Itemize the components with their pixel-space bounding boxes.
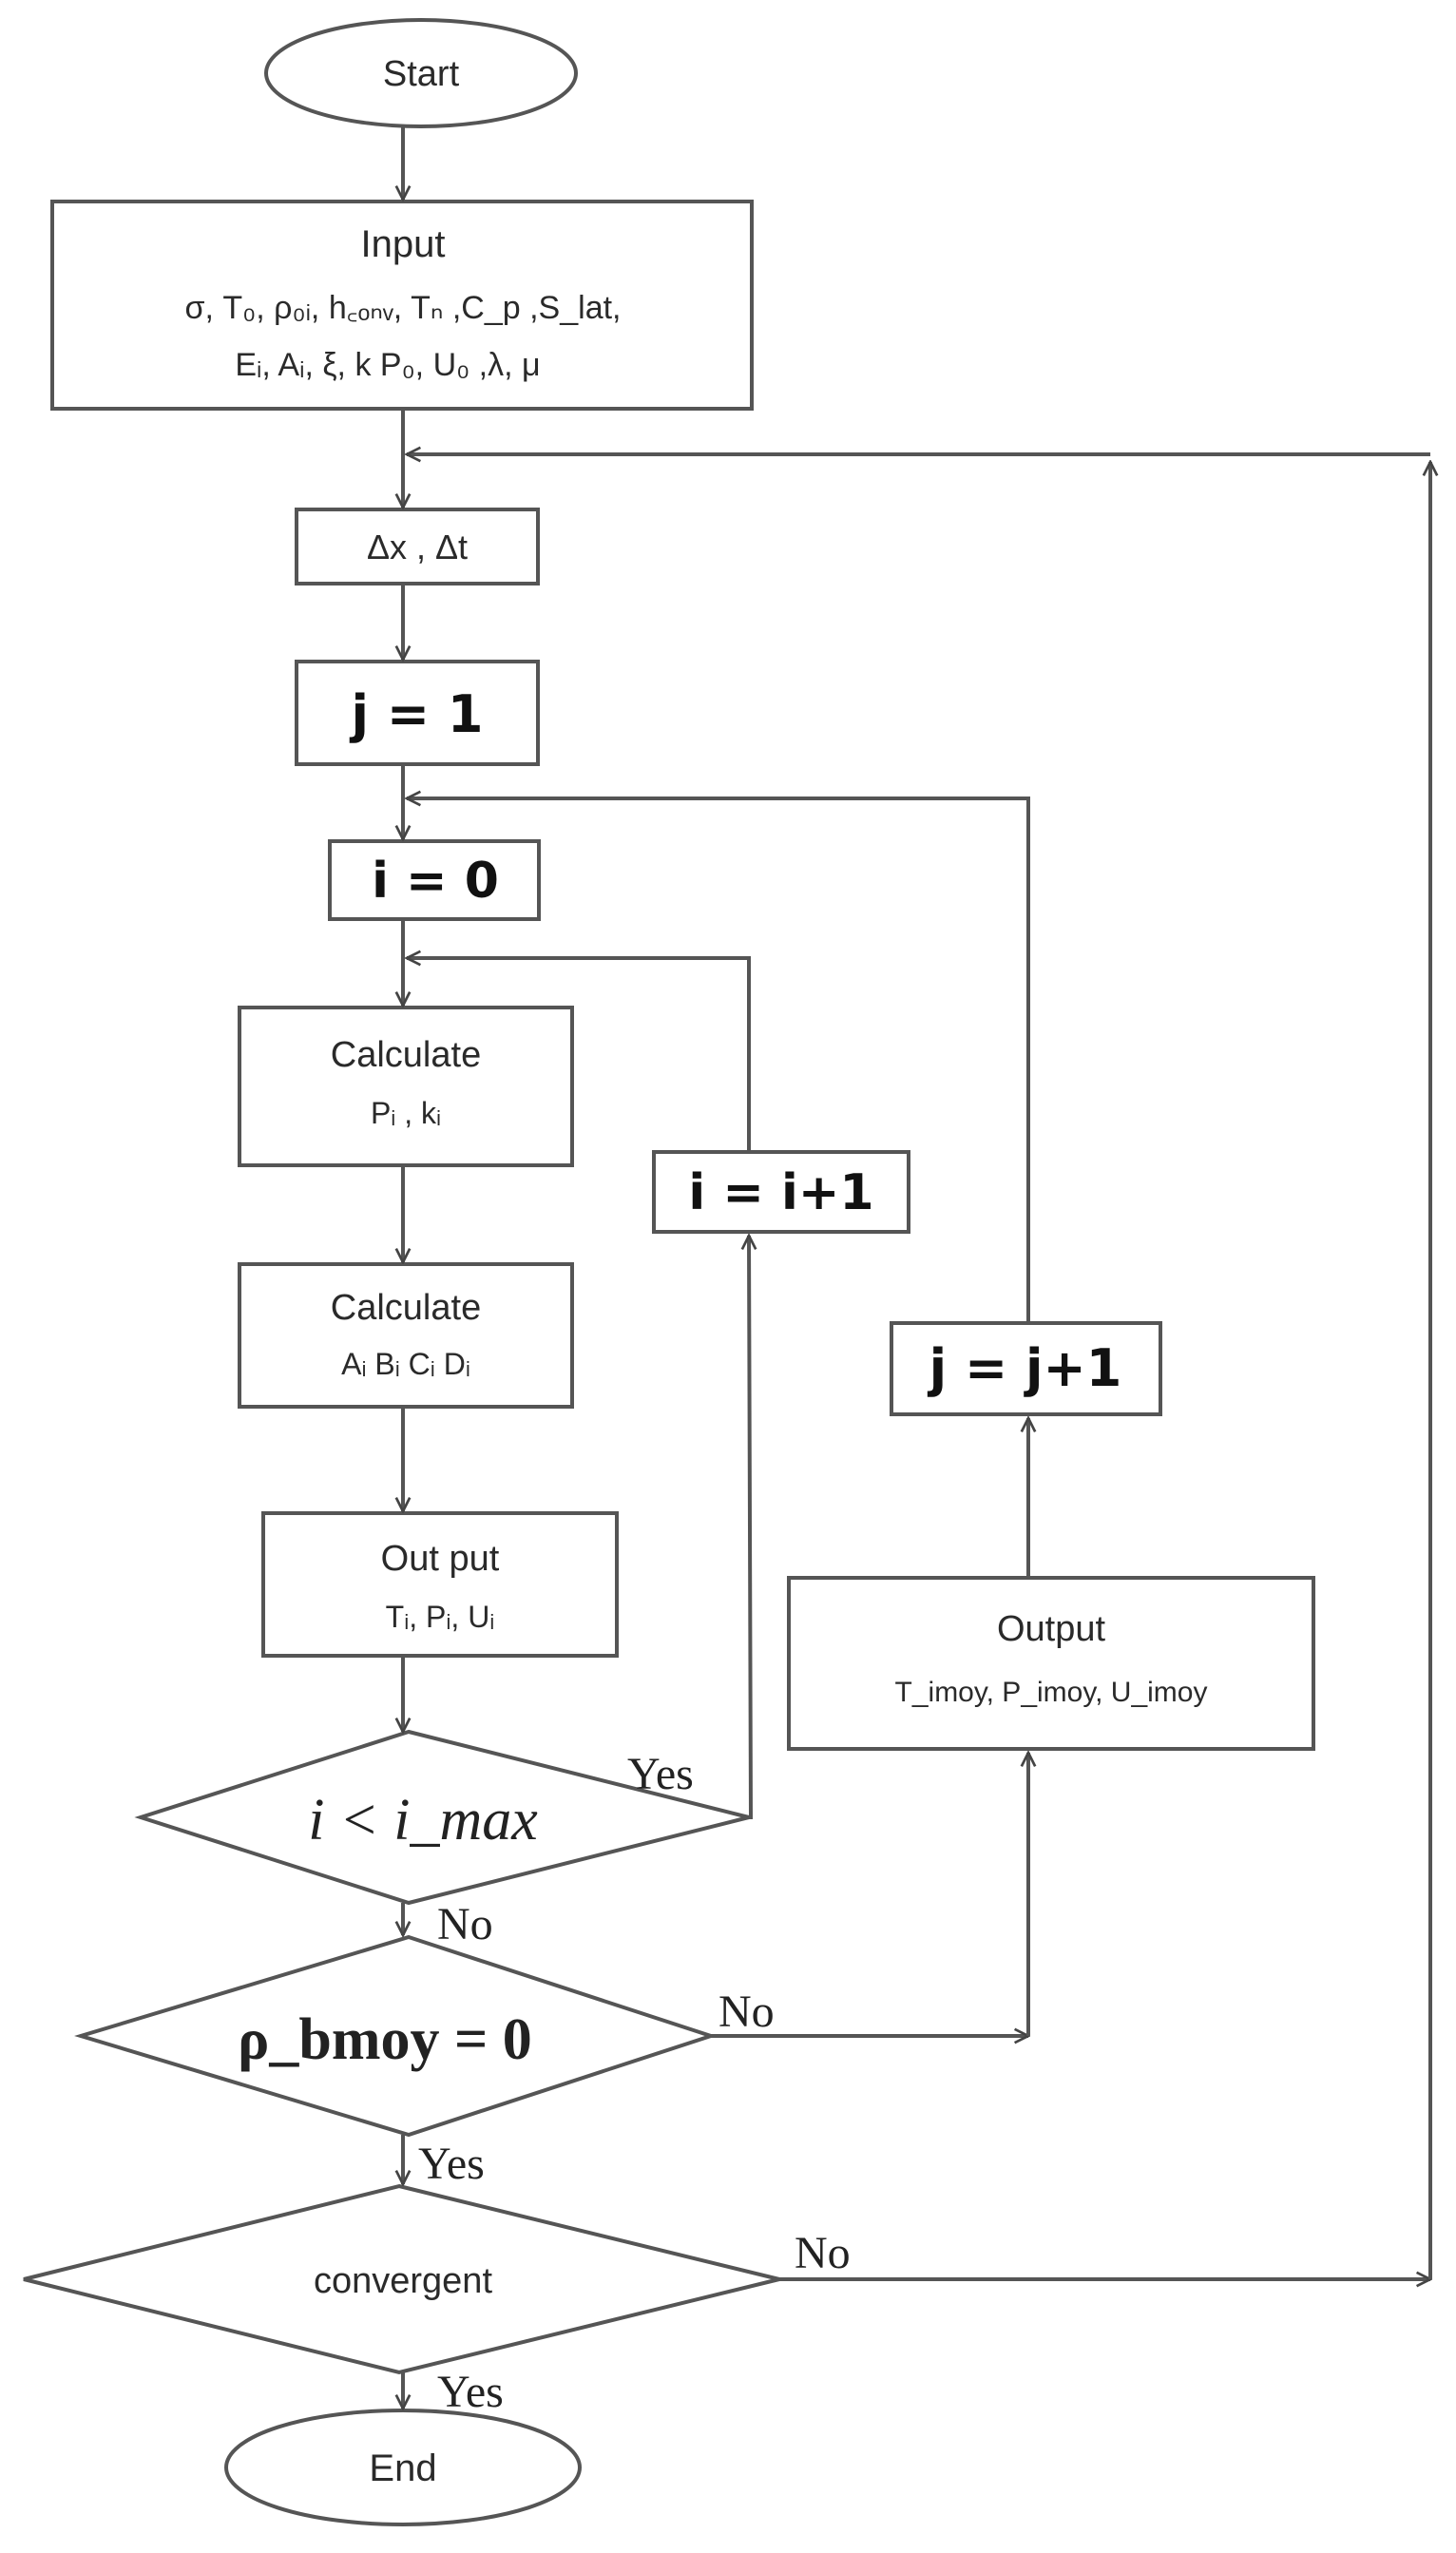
j-incr-box bbox=[890, 1321, 1162, 1416]
decision-rho bbox=[74, 1934, 718, 2138]
calc2-box bbox=[238, 1262, 574, 1409]
end-terminal bbox=[224, 2409, 582, 2526]
decision2-label: ρ_bmoy = 0 bbox=[238, 2007, 532, 2072]
j-init-label: j = 1 bbox=[350, 684, 484, 744]
i-init-box bbox=[328, 839, 541, 921]
dec3-yes-label: Yes bbox=[437, 2367, 504, 2417]
edge-dec1-yes-iincr bbox=[749, 1236, 751, 1819]
output1-title: Out put bbox=[381, 1539, 500, 1579]
connectors bbox=[403, 126, 1430, 2409]
dx-dt-label: Δx , Δt bbox=[367, 528, 468, 566]
decision-i-max bbox=[134, 1729, 750, 1906]
dec2-no-label: No bbox=[718, 1987, 775, 2037]
input-vars-line2: Eᵢ, Aᵢ, ξ, k P₀, U₀ ,λ, μ bbox=[235, 347, 540, 383]
output2-title: Output bbox=[997, 1609, 1106, 1649]
output2-box bbox=[787, 1576, 1315, 1751]
calc1-title: Calculate bbox=[331, 1035, 481, 1075]
j-init-box bbox=[295, 660, 540, 766]
end-label: End bbox=[369, 2447, 436, 2489]
dx-dt-box bbox=[295, 508, 540, 585]
input-vars-line1: σ, T₀, ρ₀ᵢ, h꜀ₒₙᵥ, Tₙ ,C_p ,S_lat, bbox=[184, 290, 621, 326]
dec1-no-label: No bbox=[437, 1899, 493, 1949]
calc1-box bbox=[238, 1006, 574, 1167]
output2-vars: T_imoy, P_imoy, U_imoy bbox=[895, 1677, 1208, 1708]
i-incr-box bbox=[652, 1150, 910, 1234]
edge-jincr-back bbox=[407, 798, 1030, 1323]
calc1-vars: Pᵢ , kᵢ bbox=[371, 1096, 441, 1130]
input-title: Input bbox=[361, 223, 446, 265]
calc2-vars: Aᵢ Bᵢ Cᵢ Dᵢ bbox=[341, 1347, 470, 1381]
dec2-yes-label: Yes bbox=[418, 2139, 485, 2189]
calc2-title: Calculate bbox=[331, 1288, 481, 1328]
start-label: Start bbox=[383, 54, 460, 94]
start-terminal bbox=[264, 18, 578, 128]
decision1-label: i < i_max bbox=[308, 1788, 538, 1852]
dec1-yes-label: Yes bbox=[627, 1749, 694, 1799]
decision3-label: convergent bbox=[314, 2261, 492, 2301]
dec3-no-label: No bbox=[795, 2228, 851, 2278]
i-incr-label: i = i+1 bbox=[688, 1164, 873, 1221]
i-init-label: i = 0 bbox=[372, 853, 499, 910]
output1-vars: Tᵢ, Pᵢ, Uᵢ bbox=[386, 1600, 495, 1634]
edge-iincr-back bbox=[407, 958, 751, 1152]
decision-convergent bbox=[23, 2183, 780, 2375]
j-incr-label: j = j+1 bbox=[928, 1338, 1122, 1398]
output1-box bbox=[261, 1511, 619, 1658]
